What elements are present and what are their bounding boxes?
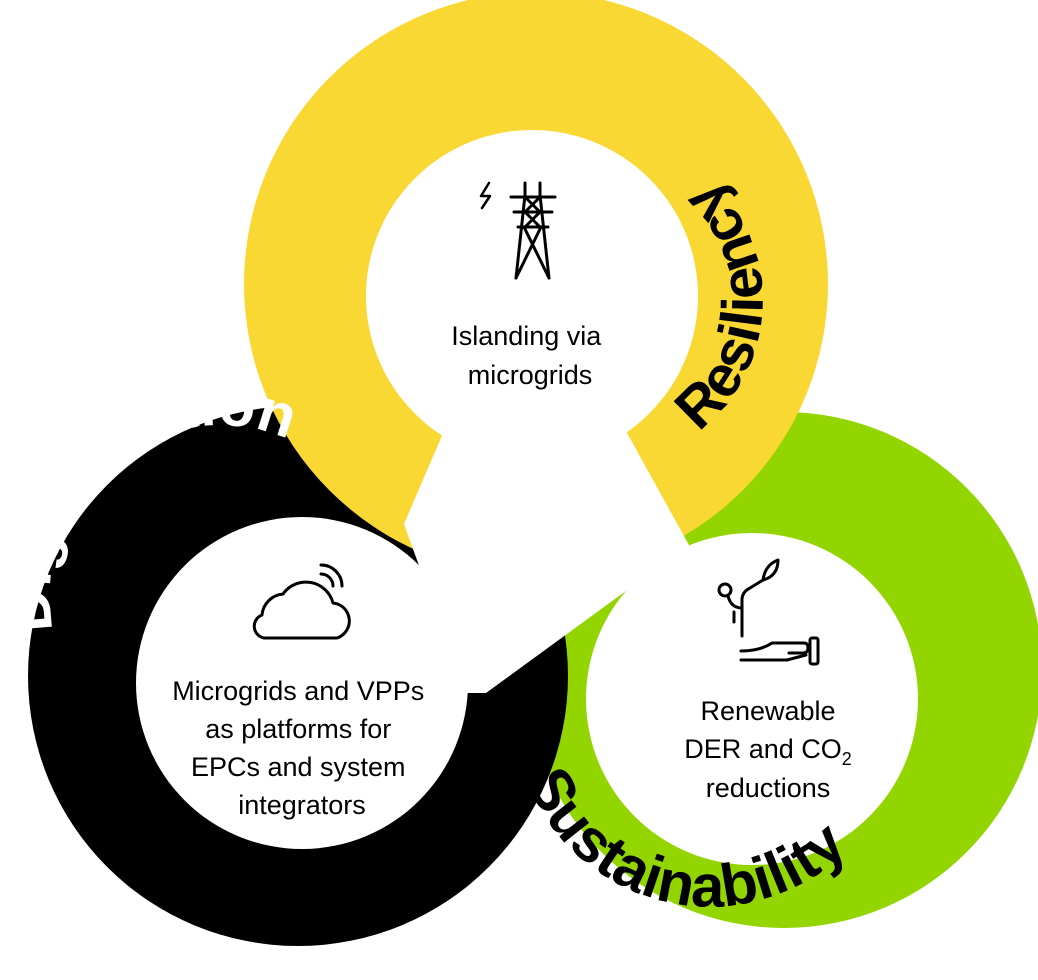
sustainability-description-co2: DER and CO2 — [684, 734, 852, 769]
cloud-wifi-icon — [252, 563, 351, 640]
lightning-bolt-icon — [479, 181, 492, 210]
digitalization-description: Microgrids and VPPs as platforms for EPC… — [172, 676, 432, 820]
center-triangle — [404, 424, 689, 693]
digitalization-inner-circle — [136, 517, 468, 849]
wifi-signal-icon — [319, 572, 335, 588]
sustainability-inner-circle — [586, 533, 918, 865]
transmission-tower-icon — [479, 181, 557, 280]
sustainability-description-line3: reductions — [706, 773, 831, 803]
resiliency-inner-circle — [366, 130, 698, 462]
resiliency-description: Islanding via microgrids — [451, 321, 609, 390]
plant-in-hand-icon — [717, 558, 820, 666]
sustainability-description: Renewable — [700, 696, 835, 726]
